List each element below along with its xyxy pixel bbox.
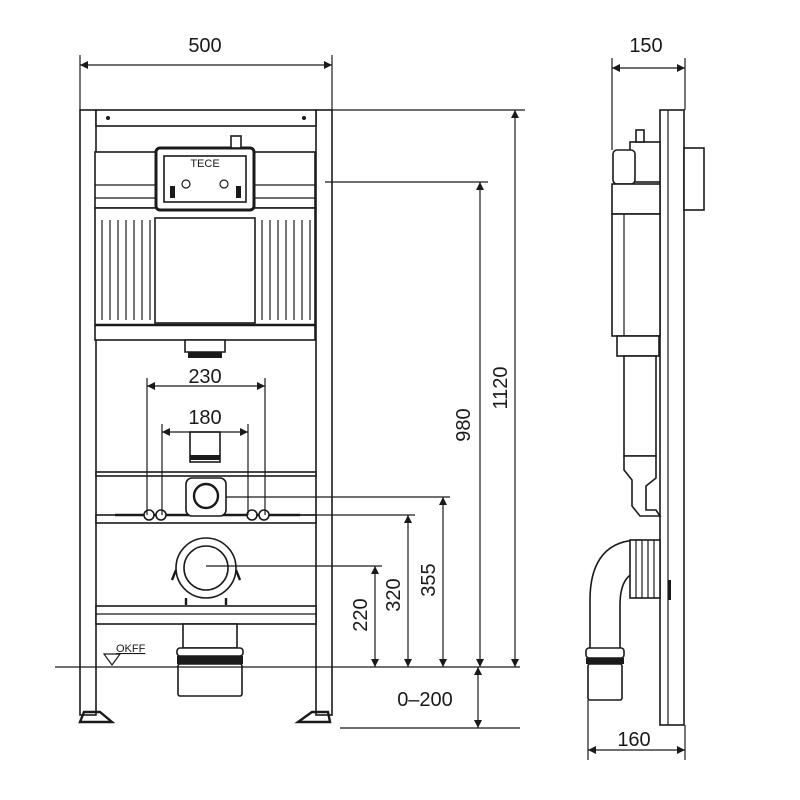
top-rail (95, 109, 317, 127)
left-foot (78, 710, 116, 724)
dim-total-height: 1120 (490, 366, 512, 409)
right-post (315, 109, 333, 716)
floor-marker-icon (102, 653, 122, 667)
dim-frame-width: 500 (188, 35, 221, 57)
left-post (79, 109, 97, 716)
dim-inner-spacing: 180 (188, 407, 221, 429)
cistern: TECE (94, 135, 316, 341)
dim-frame-depth: 150 (629, 35, 662, 57)
dim-drain-height: 220 (350, 598, 372, 631)
side-view (585, 109, 705, 726)
dim-adjustable-legs: 0–200 (397, 689, 453, 711)
right-foot (294, 710, 332, 724)
dim-bolt-height: 320 (383, 578, 405, 611)
dim-actuator-height: 980 (453, 408, 475, 441)
front-view: TECE (78, 109, 333, 724)
brand-logo: TECE (190, 158, 219, 170)
dim-fixing-height: 355 (418, 563, 440, 596)
dim-outer-spacing: 230 (188, 366, 221, 388)
dim-bottom-depth: 160 (617, 729, 650, 751)
floor-label: OKFF (116, 643, 146, 655)
